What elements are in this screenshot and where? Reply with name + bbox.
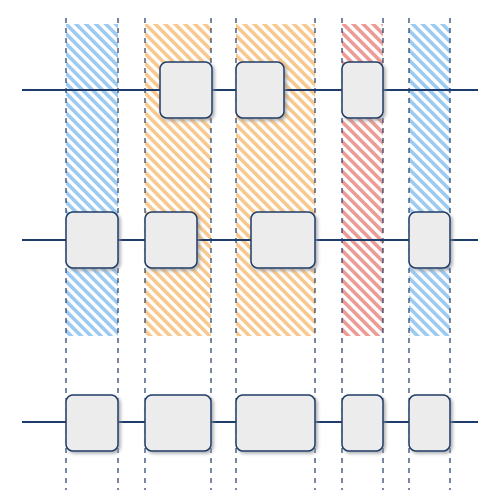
track-1-box: [235, 61, 285, 119]
track-2-box: [408, 211, 451, 269]
track-3-box: [65, 394, 119, 452]
track-3-box: [144, 394, 212, 452]
track-1-box: [159, 61, 213, 119]
track-3-box: [408, 394, 451, 452]
track-3-box: [235, 394, 316, 452]
hatched-region-5: [409, 24, 450, 336]
track-2-box: [144, 211, 198, 269]
track-3-box: [341, 394, 384, 452]
track-2-box: [65, 211, 119, 269]
block-boxes: [65, 61, 451, 452]
hatched-region-1: [66, 24, 118, 336]
track-2-box: [250, 211, 316, 269]
track-1-box: [341, 61, 384, 119]
